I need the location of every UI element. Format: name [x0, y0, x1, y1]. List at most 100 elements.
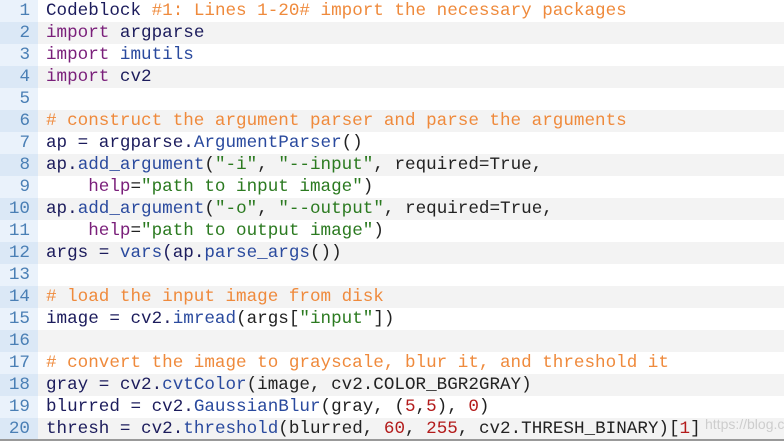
code-token: ( — [204, 199, 215, 219]
code-token: gray = cv2. — [46, 375, 163, 395]
code-token: "-i" — [214, 155, 258, 175]
code-token: ()) — [309, 243, 342, 263]
code-token: ap. — [46, 199, 78, 219]
code-token: GaussianBlur — [193, 397, 321, 417]
line-content: help="path to input image") — [38, 176, 373, 198]
code-token: argparse — [109, 23, 205, 43]
line-number: 20 — [0, 418, 38, 440]
code-token: add_argument — [77, 199, 205, 219]
code-token: threshold — [183, 419, 279, 439]
code-token: ) — [362, 177, 374, 197]
line-number: 10 — [0, 198, 38, 220]
code-token: import — [46, 23, 110, 43]
code-token: ) — [478, 397, 490, 417]
line-number: 19 — [0, 396, 38, 418]
code-token: 255 — [426, 419, 458, 439]
code-token: #1: Lines 1-20# import the necessary pac… — [151, 1, 627, 21]
code-token: Codeblock — [46, 1, 152, 21]
code-token: , — [415, 397, 427, 417]
line-number: 17 — [0, 352, 38, 374]
line-number: 1 — [0, 0, 38, 22]
code-token: ap = argparse. — [46, 133, 194, 153]
line-number: 13 — [0, 264, 38, 286]
code-token: = — [130, 221, 142, 241]
line-content: ap = argparse.ArgumentParser() — [38, 132, 363, 154]
code-token: "input" — [299, 309, 374, 329]
line-content — [38, 88, 46, 110]
code-token: image = cv2. — [46, 309, 173, 329]
line-content: args = vars(ap.parse_args()) — [38, 242, 342, 264]
code-token: imutils — [109, 45, 194, 65]
code-token: (ap. — [162, 243, 205, 263]
code-token: # construct the argument parser and pars… — [46, 111, 627, 131]
code-token: # convert the image to grayscale, blur i… — [46, 353, 669, 373]
line-number: 7 — [0, 132, 38, 154]
line-content: ap.add_argument("-i", "--input", require… — [38, 154, 542, 176]
code-token: args = — [46, 243, 120, 263]
watermark: https://blog.c — [705, 416, 784, 432]
code-line: 17 # convert the image to grayscale, blur… — [0, 352, 784, 374]
code-token: (gray, ( — [320, 397, 405, 417]
line-content: # convert the image to grayscale, blur i… — [38, 352, 669, 374]
code-line: 14# load the input image from disk — [0, 286, 784, 308]
code-token: "path to input image" — [141, 177, 363, 197]
line-number: 8 — [0, 154, 38, 176]
line-content: import argparse — [38, 22, 204, 44]
code-token: , — [257, 155, 279, 175]
code-token: cv2 — [109, 67, 152, 87]
code-token: # load the input image from disk — [46, 287, 384, 307]
code-token: "path to output image" — [141, 221, 374, 241]
code-token: ( — [204, 155, 215, 175]
line-content: image = cv2.imread(args["input"]) — [38, 308, 394, 330]
code-token: 5 — [426, 397, 437, 417]
code-token: , — [405, 419, 427, 439]
code-token: (args[ — [236, 309, 300, 329]
line-content: import cv2 — [38, 66, 152, 88]
code-token: "-o" — [214, 199, 258, 219]
code-token: = — [130, 177, 142, 197]
line-number: 15 — [0, 308, 38, 330]
line-number: 9 — [0, 176, 38, 198]
code-line: 6# construct the argument parser and par… — [0, 110, 784, 132]
code-token: add_argument — [77, 155, 205, 175]
line-number: 12 — [0, 242, 38, 264]
line-content: help="path to output image") — [38, 220, 384, 242]
code-token: 5 — [404, 397, 416, 417]
code-token: ) — [373, 221, 384, 241]
code-line: 11 help="path to output image") — [0, 220, 784, 242]
code-token: "--output" — [278, 199, 384, 219]
code-token: thresh = cv2. — [46, 419, 184, 439]
code-token: , required=True, — [373, 155, 543, 175]
line-number: 11 — [0, 220, 38, 242]
line-number: 4 — [0, 66, 38, 88]
divider — [0, 439, 784, 441]
code-token: vars — [119, 243, 163, 263]
code-token: 1 — [679, 419, 691, 439]
line-content: # load the input image from disk — [38, 286, 384, 308]
code-line: 13 — [0, 264, 784, 286]
code-line: 16 — [0, 330, 784, 352]
line-content: ap.add_argument("-o", "--output", requir… — [38, 198, 553, 220]
code-token: ), — [436, 397, 469, 417]
line-number: 16 — [0, 330, 38, 352]
code-token: "--input" — [278, 155, 374, 175]
code-token: 0 — [468, 397, 479, 417]
code-token: () — [341, 133, 363, 153]
code-token: cvtColor — [162, 375, 247, 395]
line-number: 2 — [0, 22, 38, 44]
code-token: help — [46, 221, 131, 241]
code-line: 9 help="path to input image") — [0, 176, 784, 198]
code-line: 5 — [0, 88, 784, 110]
line-content — [38, 264, 46, 286]
line-content — [38, 330, 46, 352]
code-token: blurred = cv2. — [46, 397, 194, 417]
code-token: ] — [690, 419, 701, 439]
line-number: 5 — [0, 88, 38, 110]
line-content: thresh = cv2.threshold(blurred, 60, 255,… — [38, 418, 701, 440]
